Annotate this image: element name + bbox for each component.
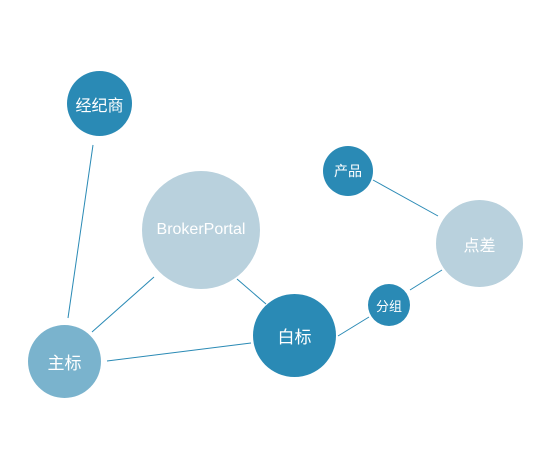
edge-chanpin-diancha: [372, 179, 439, 217]
node-label: 经纪商: [75, 97, 124, 115]
node-label: 分组: [375, 298, 402, 314]
edge-brokerportal-baibiao: [236, 278, 267, 305]
node-label: BrokerPortal: [156, 221, 246, 238]
node-diancha[interactable]: 点差: [436, 200, 523, 287]
edge-brokerportal-zhubiao: [91, 276, 155, 333]
node-baibiao[interactable]: 白标: [253, 294, 336, 377]
node-fenzu[interactable]: 分组: [368, 284, 410, 326]
node-brokerportal[interactable]: BrokerPortal: [142, 171, 260, 289]
node-label: 主标: [47, 354, 82, 373]
edge-jingjishang-zhubiao: [67, 144, 94, 319]
node-chanpin[interactable]: 产品: [323, 146, 373, 196]
node-label: 白标: [277, 328, 312, 347]
edge-baibiao-fenzu: [337, 316, 370, 337]
node-zhubiao[interactable]: 主标: [28, 325, 101, 398]
node-label: 产品: [334, 163, 362, 179]
node-jingjishang[interactable]: 经纪商: [67, 71, 132, 136]
node-label: 点差: [463, 237, 496, 255]
edge-fenzu-diancha: [409, 269, 443, 291]
edge-zhubiao-baibiao: [106, 342, 252, 362]
